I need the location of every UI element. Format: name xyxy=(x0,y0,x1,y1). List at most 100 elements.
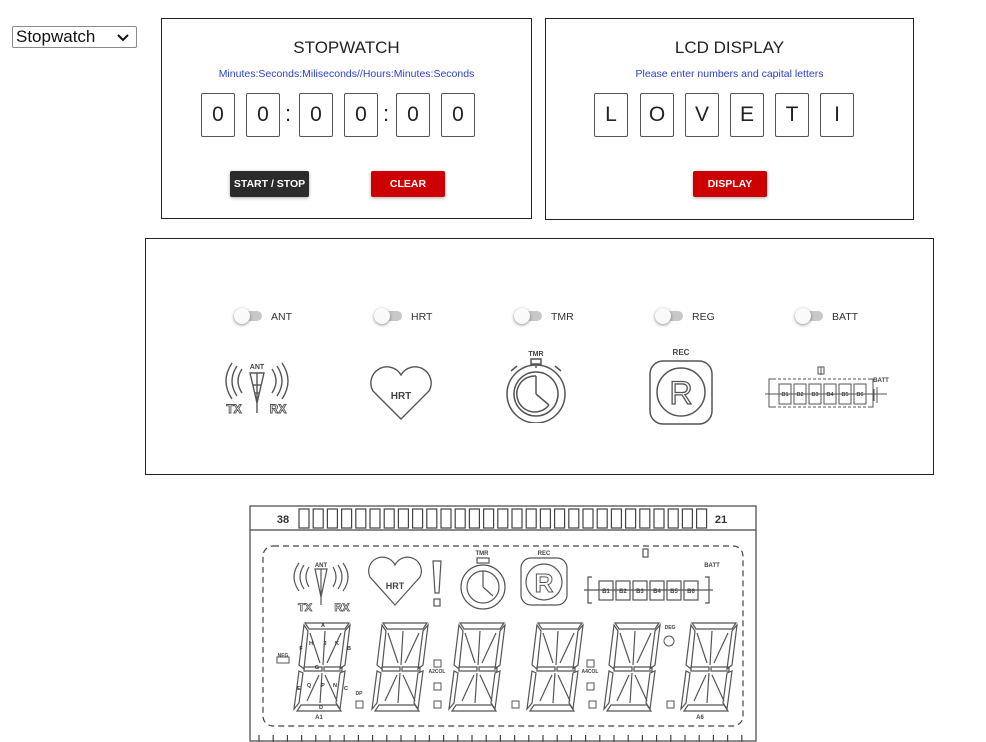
lcd-pin-left-label: 38 xyxy=(277,514,289,526)
battery-b2-text: B2 xyxy=(796,392,803,398)
lcd-segment-letter: Q xyxy=(307,683,312,689)
stopwatch-separator: : xyxy=(383,101,390,126)
toggle-label-ant: ANT xyxy=(271,311,292,323)
antenna-rx-text: RX xyxy=(270,402,287,416)
battery-b3-text: B3 xyxy=(811,392,818,398)
antenna-tx-text: TX xyxy=(226,402,241,416)
lcd-pin xyxy=(483,508,495,529)
lcd-segment-letter: F xyxy=(299,646,303,652)
lcd-pin xyxy=(596,508,608,529)
lcd-pin xyxy=(554,508,566,529)
toggle-label-reg: REG xyxy=(692,311,715,323)
lcd-batt-text: BATT xyxy=(704,563,720,569)
battery-b5-text: B5 xyxy=(841,392,848,398)
lcd-char-input[interactable]: I xyxy=(820,93,854,137)
lcd-b6-text: B6 xyxy=(687,589,695,595)
toggle-label-batt: BATT xyxy=(832,311,859,323)
lcd-pin xyxy=(610,508,622,529)
lcd-pin xyxy=(568,508,580,529)
stopwatch-panel: STOPWATCH Minutes:Seconds:Miliseconds//H… xyxy=(161,18,532,219)
lcd-pin xyxy=(355,508,367,529)
toggle-hrt[interactable] xyxy=(374,308,404,324)
lcd-pin xyxy=(582,508,594,529)
indicators-panel: ANT HRT TMR REG BATT ANT TX RX HRT TMR xyxy=(145,238,934,475)
lcd-segment-letter: B xyxy=(347,646,351,652)
toggle-ant[interactable] xyxy=(234,308,264,324)
timer-tmr-text: TMR xyxy=(528,351,543,358)
stopwatch-digit[interactable]: 0 xyxy=(344,93,378,137)
toggle-batt[interactable] xyxy=(795,308,825,324)
lcd-rx-text: RX xyxy=(334,602,350,614)
toggle-label-hrt: HRT xyxy=(411,311,433,323)
lcd-pin xyxy=(397,508,409,529)
lcd-a2col-text: A2COL xyxy=(429,669,446,675)
lcd-pin xyxy=(525,508,537,529)
lcd-segment-letter: J xyxy=(323,641,326,647)
lcd-pin xyxy=(312,508,324,529)
lcd-segment-letter: A xyxy=(321,623,325,629)
lcd-char-input[interactable]: V xyxy=(685,93,719,137)
lcd-segment-letter: K xyxy=(335,641,339,647)
lcd-b5-text: B5 xyxy=(670,589,678,595)
stopwatch-separator: : xyxy=(285,101,292,126)
mode-select[interactable]: Stopwatch xyxy=(12,26,137,48)
lcd-deg-text: DEG xyxy=(665,625,676,631)
battery-b4-text: B4 xyxy=(826,392,834,398)
antenna-icon: ANT TX RX xyxy=(225,362,289,416)
lcd-pin xyxy=(369,508,381,529)
heart-icon: HRT xyxy=(370,366,432,420)
lcd-digit-outline xyxy=(448,622,506,712)
toggle-label-tmr: TMR xyxy=(551,311,574,323)
lcd-pin xyxy=(639,508,651,529)
lcd-pin xyxy=(298,508,310,529)
lcd-char-input[interactable]: T xyxy=(775,93,809,137)
stopwatch-digit[interactable]: 0 xyxy=(441,93,475,137)
lcd-pin xyxy=(625,508,637,529)
lcd-pin xyxy=(653,508,665,529)
lcd-pin-right-label: 21 xyxy=(715,514,727,526)
stopwatch-digit[interactable]: 0 xyxy=(299,93,333,137)
lcd-neg-text: NEG xyxy=(278,653,289,659)
lcd-char-input[interactable]: L xyxy=(594,93,628,137)
lcd-pin xyxy=(696,508,708,529)
lcd-segment-letter: P xyxy=(321,683,325,689)
lcd-char-input[interactable]: E xyxy=(730,93,764,137)
stopwatch-digit[interactable]: 0 xyxy=(201,93,235,137)
lcd-pin xyxy=(539,508,551,529)
registered-icon: REC R xyxy=(649,348,713,425)
start-stop-button[interactable]: START / STOP xyxy=(230,171,309,197)
registered-r-text: R xyxy=(669,375,692,411)
lcd-pin xyxy=(426,508,438,529)
lcd-pin xyxy=(326,508,339,529)
lcd-display-panel: LCD DISPLAY Please enter numbers and cap… xyxy=(545,18,914,220)
lcd-pin xyxy=(383,508,395,529)
clear-button[interactable]: CLEAR xyxy=(371,171,445,197)
lcd-digit-outline xyxy=(680,622,738,712)
lcd-display-hint: Please enter numbers and capital letters xyxy=(635,68,824,80)
stopwatch-digit[interactable]: 0 xyxy=(246,93,280,137)
battery-batt-text: BATT xyxy=(873,378,889,384)
antenna-ant-text: ANT xyxy=(250,364,265,371)
stopwatch-digit[interactable]: 0 xyxy=(396,93,430,137)
stopwatch-title: STOPWATCH xyxy=(293,38,400,57)
lcd-ant-text: ANT xyxy=(315,563,328,569)
lcd-pin xyxy=(454,508,466,529)
toggle-reg[interactable] xyxy=(655,308,685,324)
lcd-pin xyxy=(340,508,353,529)
lcd-pin xyxy=(511,508,523,529)
lcd-pin xyxy=(412,508,424,529)
lcd-display-title: LCD DISPLAY xyxy=(674,38,785,57)
lcd-digit-outline xyxy=(526,622,584,712)
lcd-diagram: 38 21 ANT TX RX HRT TMR REC R BATT B1 B2… xyxy=(249,505,757,742)
lcd-segment-letter: G xyxy=(315,665,319,671)
lcd-tmr-text: TMR xyxy=(476,551,490,557)
lcd-r-text: R xyxy=(535,568,554,598)
lcd-segment-letter: E xyxy=(297,686,301,692)
display-button[interactable]: DISPLAY xyxy=(693,171,767,197)
battery-b6-text: B6 xyxy=(856,392,863,398)
lcd-char-input[interactable]: O xyxy=(640,93,674,137)
lcd-b1-text: B1 xyxy=(602,589,610,595)
toggle-tmr[interactable] xyxy=(514,308,544,324)
stopwatch-format-hint: Minutes:Seconds:Miliseconds//Hours:Minut… xyxy=(218,68,475,80)
lcd-b4-text: B4 xyxy=(653,589,661,595)
